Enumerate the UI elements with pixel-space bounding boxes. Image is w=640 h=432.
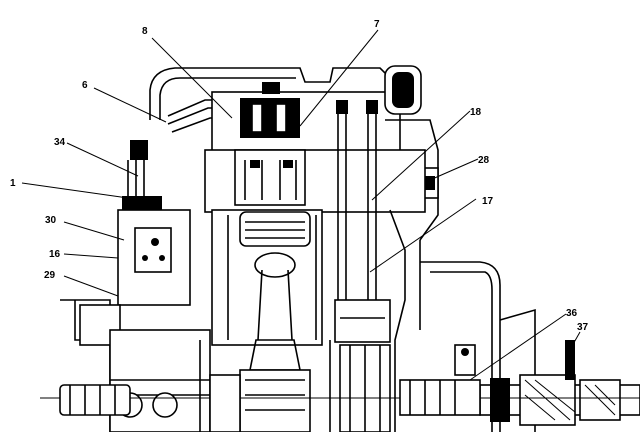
callout-29: 29 <box>44 270 56 281</box>
leader-lines <box>21 29 581 381</box>
callout-28: 28 <box>478 155 490 166</box>
callout-7: 7 <box>374 19 380 30</box>
callout-labels: 8 7 6 34 1 30 16 29 18 28 17 36 37 <box>10 19 589 333</box>
callout-8: 8 <box>142 26 148 37</box>
callout-36: 36 <box>566 308 578 319</box>
callout-30: 30 <box>45 215 57 226</box>
callout-16: 16 <box>49 249 61 260</box>
callout-18: 18 <box>470 107 482 118</box>
callout-1: 1 <box>10 178 16 189</box>
engine-drawing <box>40 65 640 432</box>
callout-37: 37 <box>577 322 589 333</box>
callout-17: 17 <box>482 196 494 207</box>
callout-34: 34 <box>54 137 66 148</box>
callout-6: 6 <box>82 80 88 91</box>
